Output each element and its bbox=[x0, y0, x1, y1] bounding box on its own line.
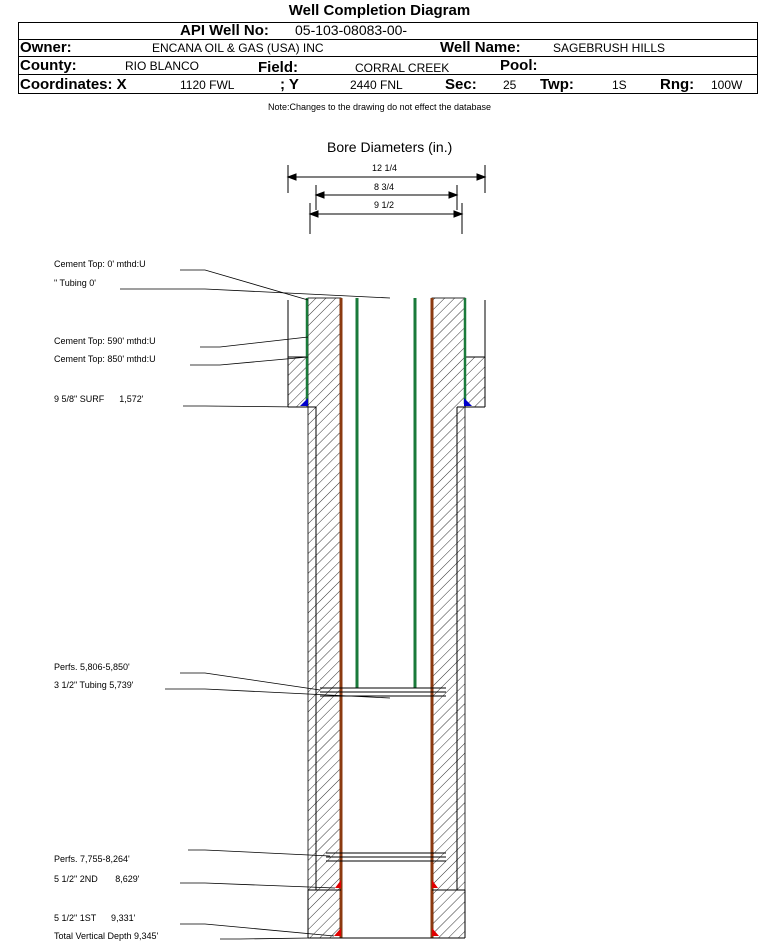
shoe-1st-right bbox=[432, 928, 439, 936]
annotation-leaders bbox=[120, 269, 391, 940]
header-row-api bbox=[18, 22, 758, 40]
database-note: Note:Changes to the drawing do not effec… bbox=[268, 102, 491, 112]
annotation-1st-casing: 5 1/2" 1ST 9,331' bbox=[54, 913, 136, 923]
annulus-cement-right bbox=[431, 297, 466, 891]
perforation-lower bbox=[326, 852, 446, 862]
surface-shoe-left bbox=[300, 398, 308, 406]
twp-label: Twp: bbox=[540, 76, 574, 93]
annotation-total-depth: Total Vertical Depth 9,345' bbox=[54, 931, 159, 941]
surface-cement-right bbox=[465, 357, 485, 407]
bore-diameter-9-1-2: 9 1/2 bbox=[374, 200, 395, 210]
api-value: 05-103-08083-00- bbox=[295, 22, 408, 38]
bore-diameter-12-1-4: 12 1/4 bbox=[372, 163, 398, 173]
sec-label: Sec: bbox=[445, 76, 477, 93]
lower-cement-left bbox=[308, 890, 340, 938]
annotation-tubing-5739: 3 1/2" Tubing 5,739' bbox=[54, 680, 134, 690]
header-row-owner bbox=[18, 39, 758, 57]
well-name-label: Well Name: bbox=[440, 39, 521, 56]
rng-label: Rng: bbox=[660, 76, 695, 93]
shoe-2nd-left bbox=[335, 880, 341, 888]
county-value: RIO BLANCO bbox=[125, 59, 200, 73]
lower-cement-right bbox=[433, 890, 465, 938]
bore-diameter-8-3-4: 8 3/4 bbox=[374, 182, 395, 192]
surface-cement-left bbox=[288, 357, 308, 407]
county-label: County: bbox=[20, 57, 77, 74]
annotation-perfs-lower: Perfs. 7,755-8,264' bbox=[54, 854, 130, 864]
twp-value: 1S bbox=[612, 78, 627, 92]
annotation-surface-casing: 9 5/8" SURF 1,572' bbox=[54, 394, 144, 404]
annotation-tubing-0: " Tubing 0' bbox=[54, 278, 96, 288]
annotation-cement-top-850: Cement Top: 850' mthd:U bbox=[54, 354, 156, 364]
rng-value: 100W bbox=[711, 78, 743, 92]
header-row-coordinates bbox=[18, 75, 758, 94]
shoe-1st-left bbox=[334, 928, 341, 936]
annotation-perfs-upper: Perfs. 5,806-5,850' bbox=[54, 662, 130, 672]
pool-label: Pool: bbox=[500, 57, 538, 74]
coord-x-label: Coordinates: X bbox=[20, 76, 127, 93]
annotation-cement-top-0: Cement Top: 0' mthd:U bbox=[54, 259, 146, 269]
bore-heading: Bore Diameters (in.) bbox=[327, 139, 453, 155]
coord-y-value: 2440 FNL bbox=[350, 78, 403, 92]
bore-diameter-dimensions bbox=[286, 165, 487, 234]
coord-x-value: 1120 FWL bbox=[180, 78, 235, 92]
owner-label: Owner: bbox=[20, 39, 72, 56]
well-name-value: SAGEBRUSH HILLS bbox=[553, 41, 666, 55]
surface-shoe-right bbox=[464, 398, 472, 406]
api-label: API Well No: bbox=[180, 22, 269, 39]
owner-value: ENCANA OIL & GAS (USA) INC bbox=[152, 41, 324, 55]
annotation-2nd-casing: 5 1/2" 2ND 8,629' bbox=[54, 874, 140, 884]
annulus-cement-left bbox=[307, 297, 342, 891]
field-label: Field: bbox=[258, 59, 298, 76]
annotation-cement-top-590: Cement Top: 590' mthd:U bbox=[54, 336, 156, 346]
shoe-2nd-right bbox=[432, 880, 438, 888]
header-row-county bbox=[18, 57, 758, 75]
diagram-title: Well Completion Diagram bbox=[288, 2, 471, 19]
field-value: CORRAL CREEK bbox=[355, 61, 450, 75]
sec-value: 25 bbox=[503, 78, 517, 92]
coord-y-label: ; Y bbox=[280, 76, 299, 93]
